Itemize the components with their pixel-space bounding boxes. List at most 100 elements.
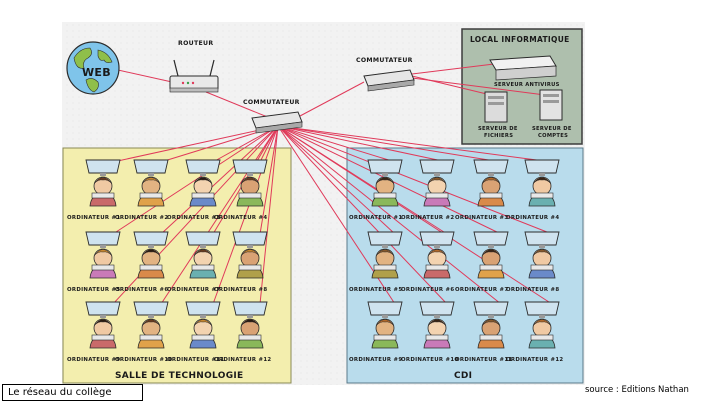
server-label-antivirus: SERVEUR ANTIVIRUS — [494, 82, 560, 88]
student-hair — [481, 177, 501, 185]
monitor-stand — [148, 173, 154, 176]
cable-cdi-10 — [277, 125, 448, 305]
computer-label: ORDINATEUR #11 — [455, 357, 512, 363]
monitor-stand — [488, 315, 494, 318]
student-hair — [93, 249, 113, 257]
computer-label: ORDINATEUR #9 — [67, 357, 120, 363]
cable-cdi-11 — [277, 125, 502, 305]
workstation — [419, 159, 455, 207]
monitor-icon — [185, 231, 221, 246]
monitor-icon — [133, 231, 169, 246]
keyboard-icon — [139, 192, 163, 199]
workstation — [367, 301, 403, 349]
keyboard-icon — [238, 264, 262, 271]
workstation — [185, 231, 221, 279]
student-hair — [240, 249, 260, 257]
monitor-icon — [367, 231, 403, 246]
student-hair — [375, 177, 395, 185]
monitor-stand — [200, 245, 206, 248]
monitor-icon — [473, 231, 509, 246]
workstation — [367, 231, 403, 279]
cable-cdi-12 — [277, 125, 553, 305]
keyboard-icon — [91, 192, 115, 199]
student-hair — [375, 249, 395, 257]
monitor-stand — [100, 315, 106, 318]
monitor-icon — [133, 159, 169, 174]
student-hair — [532, 249, 552, 257]
monitor-stand — [148, 245, 154, 248]
computer-label: ORDINATEUR #12 — [506, 357, 563, 363]
computer-label: ORDINATEUR #5 — [67, 287, 120, 293]
cable-techno-10 — [160, 125, 279, 305]
source-credit: source : Editions Nathan — [585, 385, 689, 395]
monitor-stand — [200, 173, 206, 176]
monitor-stand — [434, 173, 440, 176]
computer-label: ORDINATEUR #6 — [401, 287, 454, 293]
network-cables — [112, 63, 553, 305]
monitor-stand — [100, 173, 106, 176]
monitor-icon — [85, 231, 121, 246]
room-title-techno: SALLE DE TECHNOLOGIE — [115, 371, 244, 381]
monitor-stand — [539, 315, 545, 318]
web-globe-icon: WEB — [66, 41, 120, 95]
computer-label: ORDINATEUR #11 — [167, 357, 224, 363]
computer-label: ORDINATEUR #2 — [401, 215, 454, 221]
computer-label: ORDINATEUR #5 — [349, 287, 402, 293]
monitor-stand — [247, 173, 253, 176]
monitor-stand — [434, 245, 440, 248]
keyboard-icon — [238, 334, 262, 341]
student-hair — [532, 319, 552, 327]
student-hair — [141, 249, 161, 257]
workstation — [185, 301, 221, 349]
cable-cdi-3 — [277, 125, 502, 163]
local-switch-label: COMMUTATEUR — [356, 57, 413, 64]
student-hair — [93, 177, 113, 185]
cable-web-router — [117, 69, 173, 83]
monitor-icon — [232, 159, 268, 174]
monitor-icon — [232, 301, 268, 316]
keyboard-icon — [425, 334, 449, 341]
cable-cdi-5 — [277, 125, 396, 235]
workstation — [85, 159, 121, 207]
keyboard-icon — [191, 334, 215, 341]
keyboard-icon — [530, 334, 554, 341]
student-hair — [481, 249, 501, 257]
student-hair — [481, 319, 501, 327]
monitor-stand — [247, 315, 253, 318]
keyboard-icon — [139, 264, 163, 271]
main-switch-label: COMMUTATEUR — [243, 99, 300, 106]
workstation — [133, 231, 169, 279]
workstation — [524, 301, 560, 349]
computer-label: ORDINATEUR #1 — [349, 215, 402, 221]
monitor-stand — [434, 315, 440, 318]
keyboard-icon — [91, 264, 115, 271]
cable-techno-6 — [160, 125, 279, 235]
cable-cdi-4 — [277, 125, 553, 163]
student-hair — [427, 319, 447, 327]
keyboard-icon — [191, 264, 215, 271]
student-hair — [375, 319, 395, 327]
workstation — [133, 301, 169, 349]
monitor-stand — [488, 173, 494, 176]
monitor-stand — [382, 245, 388, 248]
workstation — [473, 231, 509, 279]
computer-label: ORDINATEUR #10 — [401, 357, 458, 363]
workstation — [185, 159, 221, 207]
student-hair — [427, 177, 447, 185]
monitor-stand — [382, 315, 388, 318]
local-informatique-title: LOCAL INFORMATIQUE — [470, 35, 570, 44]
cable-techno-4 — [259, 125, 279, 163]
student-hair — [240, 319, 260, 327]
monitor-stand — [100, 245, 106, 248]
computer-label: ORDINATEUR #6 — [115, 287, 168, 293]
local-switch-icon — [363, 69, 415, 92]
cable-techno-11 — [212, 125, 279, 305]
antivirus-server-icon — [489, 55, 557, 81]
monitor-icon — [85, 159, 121, 174]
computer-label: ORDINATEUR #7 — [455, 287, 508, 293]
router-icon — [169, 59, 219, 93]
workstation — [473, 301, 509, 349]
monitor-icon — [473, 301, 509, 316]
cable-cdi-8 — [277, 125, 553, 235]
